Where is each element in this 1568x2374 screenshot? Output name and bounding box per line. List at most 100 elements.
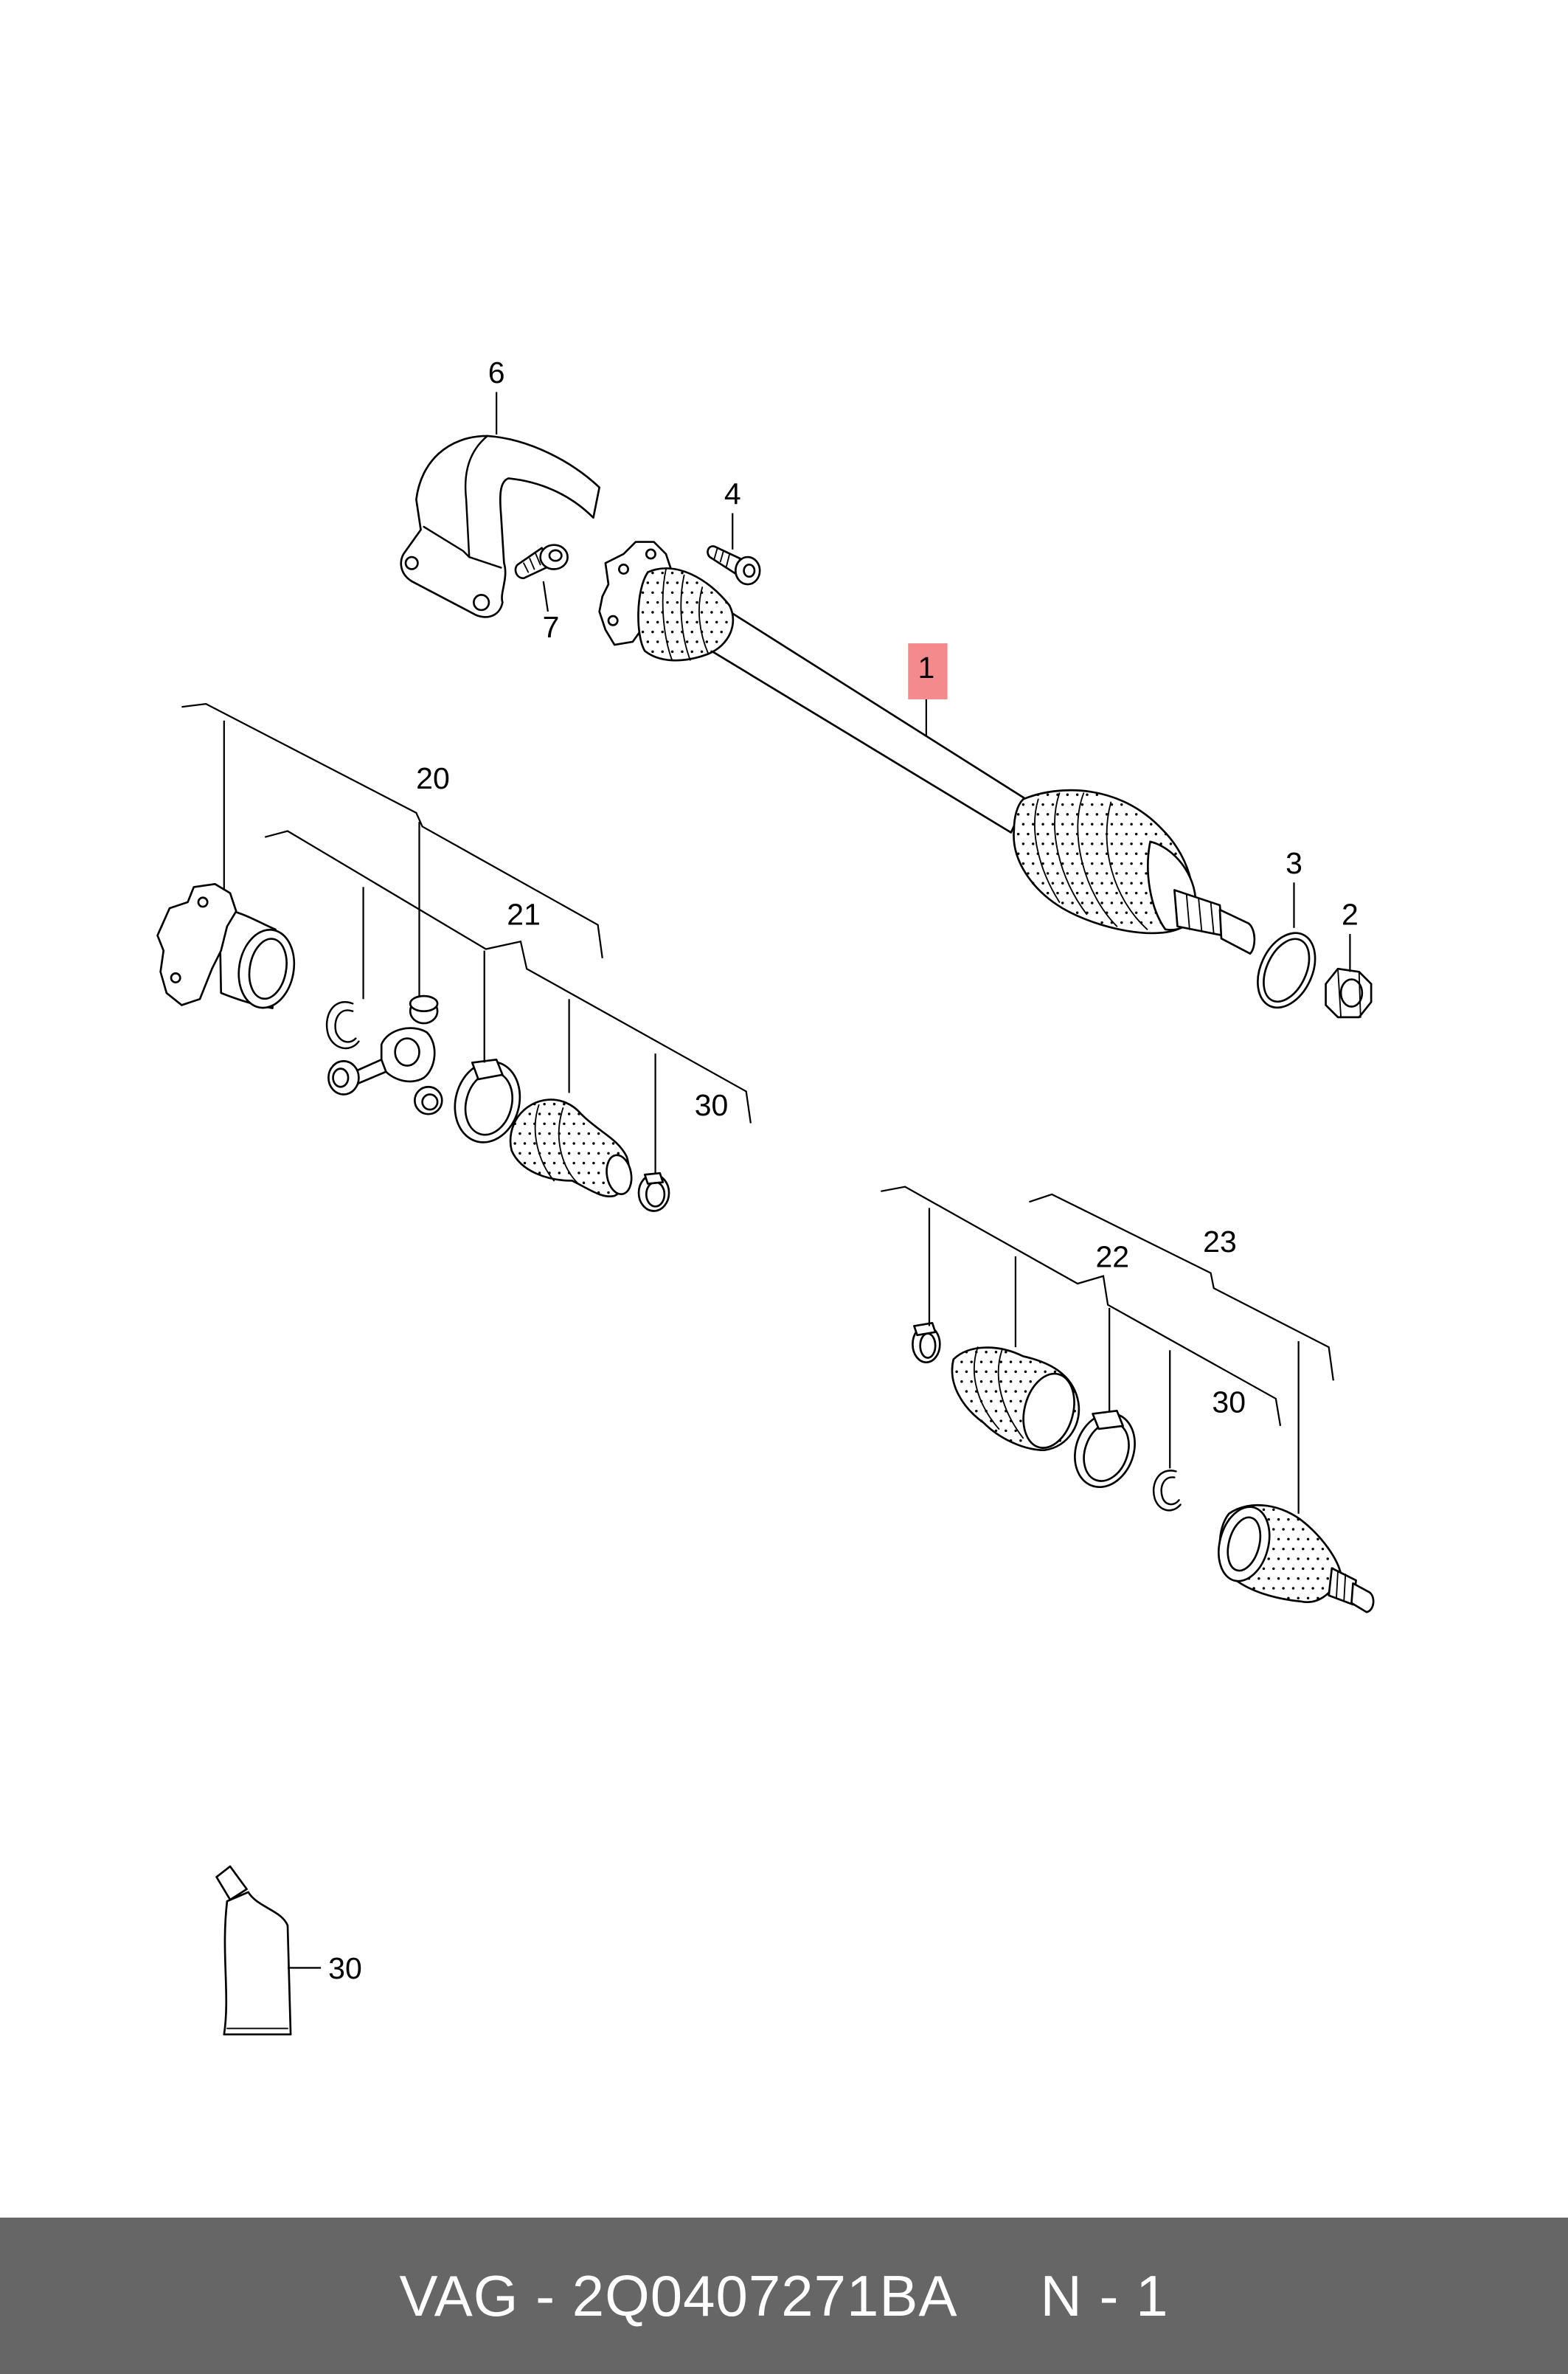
texture-dot [1071,823,1074,826]
texture-dot [1061,882,1064,885]
texture-dot [1051,842,1055,845]
texture-dot [1311,1567,1314,1571]
texture-dot [1031,882,1035,885]
circlip [1153,1470,1182,1512]
texture-dot [582,1181,586,1185]
texture-dot [1071,902,1074,904]
texture-dot [979,1419,983,1422]
texture-dot [1066,832,1069,836]
texture-dot [1041,803,1044,806]
leader-line [542,581,549,612]
callout-6: 6 [488,356,505,390]
texture-dot [1080,882,1084,885]
texture-dot [1287,1596,1290,1600]
texture-dot [1302,1567,1305,1571]
texture-dot [994,1429,998,1433]
texture-dot [695,581,698,584]
texture-dot [705,640,709,643]
texture-dot [1139,823,1143,826]
texture-dot [1105,813,1109,816]
texture-dot [1282,1528,1285,1531]
texture-dot [1019,1360,1022,1363]
texture-dot [602,1142,605,1145]
texture-dot [518,1132,521,1135]
texture-dot [1150,902,1153,904]
texture-dot [607,1191,610,1194]
texture-dot [999,1399,1002,1403]
texture-dot [960,1360,963,1363]
texture-dot [1125,872,1128,875]
texture-dot [985,1390,988,1393]
texture-dot [1306,1557,1310,1560]
texture-dot [1120,902,1123,904]
texture-dot [690,611,693,614]
texture-dot [543,1102,546,1106]
texture-dot [990,1380,993,1383]
texture-dot [999,1419,1002,1422]
texture-dot [1115,891,1118,895]
texture-dot [1110,902,1114,904]
outer-boot-rib [973,1346,1024,1439]
texture-dot [1046,832,1050,836]
texture-dot [1019,1399,1022,1403]
tripod-roller-face [332,1067,350,1088]
texture-dot [582,1161,586,1165]
texture-dot [1262,1508,1266,1512]
flange-bolt-hole [645,548,656,560]
texture-dot [1164,832,1168,836]
texture-dot [1134,911,1138,915]
texture-dot [1317,1557,1319,1560]
texture-dot [1130,921,1133,924]
texture-dot [558,1152,561,1155]
texture-dot [720,630,724,634]
texture-dot [558,1112,561,1115]
texture-dot [1005,1429,1007,1433]
texture-dot [1009,1360,1013,1363]
texture-dot [1100,902,1103,904]
callout-20: 20 [416,761,450,795]
texture-dot [994,1410,998,1413]
texture-dot [656,601,659,604]
texture-dot [651,650,654,654]
texture-dot [695,640,698,643]
tripod-roller-cap-top [409,994,439,1012]
texture-dot [1306,1577,1310,1580]
texture-dot [587,1132,591,1135]
texture-dot [1105,891,1109,895]
hose-clamp-small-tab [643,1172,665,1185]
texture-dot [646,581,650,584]
texture-dot [1100,823,1103,826]
texture-dot [1139,842,1143,845]
outer-joint-kit [912,1322,1375,1613]
texture-dot [1029,1360,1032,1363]
texture-dot [685,640,689,643]
texture-dot [1125,911,1128,915]
drive-shaft-tube [710,610,1027,834]
texture-dot [1100,862,1103,865]
callout-1: 1 [917,651,934,685]
texture-dot [1095,832,1099,836]
texture-dot [1282,1587,1285,1590]
texture-dot [666,601,669,604]
texture-dot [577,1172,580,1174]
texture-dot [1110,842,1114,845]
texture-dot [543,1122,546,1126]
texture-dot [1297,1518,1300,1521]
texture-dot [1110,882,1114,885]
texture-dot [710,611,713,614]
texture-dot [1297,1557,1300,1560]
drive-shaft [598,541,1256,955]
texture-dot [1311,1587,1314,1590]
texture-dot [563,1122,566,1126]
bolt-7 [514,544,569,580]
texture-dot [1041,823,1044,826]
texture-dot [523,1161,527,1165]
texture-dot [1115,813,1118,816]
flange-bolt-hole [618,564,629,575]
texture-dot [676,640,679,643]
texture-dot [715,601,718,604]
texture-dot [725,620,728,624]
texture-dot [1317,1577,1319,1580]
texture-dot [1009,1380,1013,1383]
heat-shield-fold-line [464,435,489,558]
